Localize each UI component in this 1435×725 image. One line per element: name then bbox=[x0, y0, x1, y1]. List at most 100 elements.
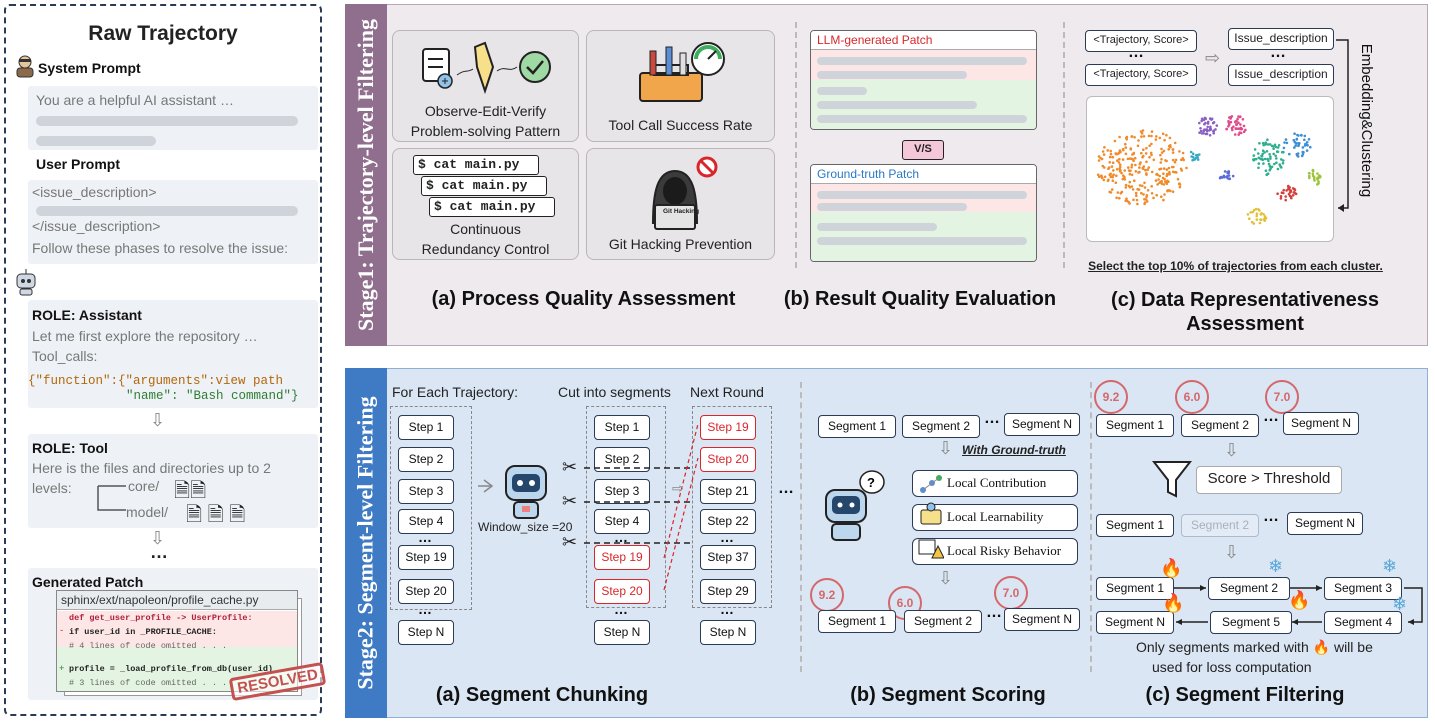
scatter-point bbox=[1166, 172, 1169, 176]
stage1-label-bar: Stage1: Trajectory-level Filtering bbox=[345, 4, 387, 346]
scatter-point bbox=[1136, 202, 1139, 206]
scatter-point bbox=[1267, 162, 1271, 166]
scatter-point bbox=[1282, 146, 1286, 150]
scatter-point bbox=[1150, 153, 1153, 157]
scatter-point bbox=[1239, 123, 1242, 126]
scatter-point bbox=[1111, 175, 1114, 179]
scatter-point bbox=[1249, 211, 1252, 214]
scatter-point bbox=[1118, 149, 1122, 152]
scatter-point bbox=[1212, 132, 1215, 135]
system-prompt-heading: System Prompt bbox=[38, 60, 141, 76]
scatter-point bbox=[1150, 134, 1153, 138]
scatter-point bbox=[1262, 218, 1266, 221]
scatter-point bbox=[1285, 189, 1288, 192]
scatter-point bbox=[1114, 152, 1117, 155]
process-quality-title: (a) Process Quality Assessment bbox=[431, 288, 736, 310]
scatter-point bbox=[1124, 186, 1128, 189]
for-each-trajectory-label: For Each Trajectory: bbox=[392, 384, 519, 400]
scatter-point bbox=[1252, 154, 1256, 157]
scatter-point bbox=[1130, 135, 1133, 138]
stage2-label-bar: Stage2: Segment-level Filtering bbox=[345, 368, 387, 718]
threshold-box: Score > Threshold bbox=[1196, 466, 1342, 494]
flow-arrows bbox=[1174, 585, 1423, 625]
patch-line: # 3 lines of code omitted . . . bbox=[69, 678, 228, 688]
scatter-point bbox=[1248, 217, 1251, 220]
scatter-point bbox=[1233, 133, 1237, 136]
scatter-point bbox=[1225, 127, 1228, 131]
scatter-point bbox=[1150, 142, 1153, 146]
scatter-point bbox=[1260, 154, 1264, 158]
scatter-point bbox=[1125, 197, 1128, 200]
scatter-point bbox=[1301, 153, 1305, 156]
scatter-point bbox=[1254, 207, 1258, 211]
scatter-point bbox=[1305, 141, 1309, 144]
scatter-point bbox=[1276, 192, 1279, 195]
scatter-point bbox=[1160, 179, 1163, 183]
scatter-point bbox=[1161, 132, 1165, 136]
scatter-point bbox=[1128, 180, 1132, 184]
snowflake-icon: ❄ bbox=[1268, 556, 1284, 576]
scatter-point bbox=[1160, 182, 1164, 185]
scatter-point bbox=[1199, 129, 1203, 133]
scatter-point bbox=[1234, 127, 1238, 131]
scatter-point bbox=[1132, 151, 1136, 155]
scatter-point bbox=[1258, 221, 1262, 225]
ellipsis: … bbox=[720, 601, 734, 617]
right-arrow-icon: ⇨ bbox=[672, 480, 684, 496]
scatter-point bbox=[1096, 173, 1100, 177]
segment-box: Segment 1 bbox=[818, 610, 896, 633]
scatter-point bbox=[1160, 158, 1163, 161]
scatter-point bbox=[1258, 209, 1261, 212]
scatter-point bbox=[1260, 157, 1263, 161]
scatter-point bbox=[1295, 138, 1298, 141]
segment-filtering-title: (c) Segment Filtering bbox=[1145, 684, 1345, 706]
scatter-point bbox=[1140, 191, 1143, 195]
scatter-point bbox=[1134, 191, 1138, 195]
assistant-role: ROLE: Assistant bbox=[32, 307, 142, 323]
scatter-point bbox=[1127, 184, 1131, 188]
tool-line: Here is the files and directories up to … bbox=[32, 460, 271, 476]
assistant-line: Let me first explore the repository … bbox=[32, 328, 258, 344]
step-box: Step 1 bbox=[594, 415, 650, 440]
scatter-point bbox=[1158, 174, 1161, 178]
step-box: Step 19 bbox=[398, 545, 454, 570]
scatter-point bbox=[1173, 141, 1177, 145]
scatter-point bbox=[1289, 189, 1293, 192]
scatter-point bbox=[1263, 157, 1267, 161]
scatter-point bbox=[1111, 155, 1115, 159]
scatter-point bbox=[1142, 135, 1146, 138]
scatter-point bbox=[1102, 178, 1106, 182]
scatter-point bbox=[1106, 149, 1109, 152]
patch-file-name: sphinx/ext/napoleon/profile_cache.py bbox=[57, 591, 297, 610]
scatter-point bbox=[1113, 139, 1117, 143]
scatter-point bbox=[1235, 123, 1238, 126]
user-prompt-line: </issue_description> bbox=[32, 218, 161, 234]
scatter-point bbox=[1176, 177, 1180, 181]
scatter-point bbox=[1124, 152, 1128, 156]
only-note-text: Only segments marked with bbox=[1136, 639, 1309, 655]
criterion-label: Local Risky Behavior bbox=[947, 543, 1062, 558]
scatter-point bbox=[1160, 151, 1164, 154]
criterion-label: Local Learnability bbox=[947, 509, 1044, 524]
scatter-point bbox=[1158, 136, 1162, 140]
card-label: Continuous bbox=[450, 221, 521, 237]
scatter-point bbox=[1167, 148, 1170, 151]
cluster-scatter-plot bbox=[1086, 96, 1334, 242]
issue-description-box: Issue_description bbox=[1228, 28, 1334, 50]
scatter-point bbox=[1266, 143, 1270, 146]
embedding-arrow bbox=[1336, 39, 1349, 212]
scatter-point bbox=[1141, 167, 1145, 171]
scatter-point bbox=[1147, 166, 1151, 169]
scatter-point bbox=[1257, 162, 1261, 165]
user-prompt-line: <issue_description> bbox=[32, 184, 157, 200]
snowflake-icon: ❄ bbox=[1392, 594, 1408, 614]
scatter-point bbox=[1262, 213, 1265, 216]
scatter-point bbox=[1158, 181, 1161, 185]
embedding-clustering-label: Embedding&Clustering bbox=[1358, 43, 1376, 197]
scatter-point bbox=[1146, 168, 1149, 171]
raw-trajectory-title: Raw Trajectory bbox=[88, 22, 238, 45]
scatter-point bbox=[1142, 148, 1145, 151]
scatter-point bbox=[1255, 218, 1259, 221]
scatter-point bbox=[1130, 163, 1134, 167]
scatter-point bbox=[1200, 119, 1203, 123]
